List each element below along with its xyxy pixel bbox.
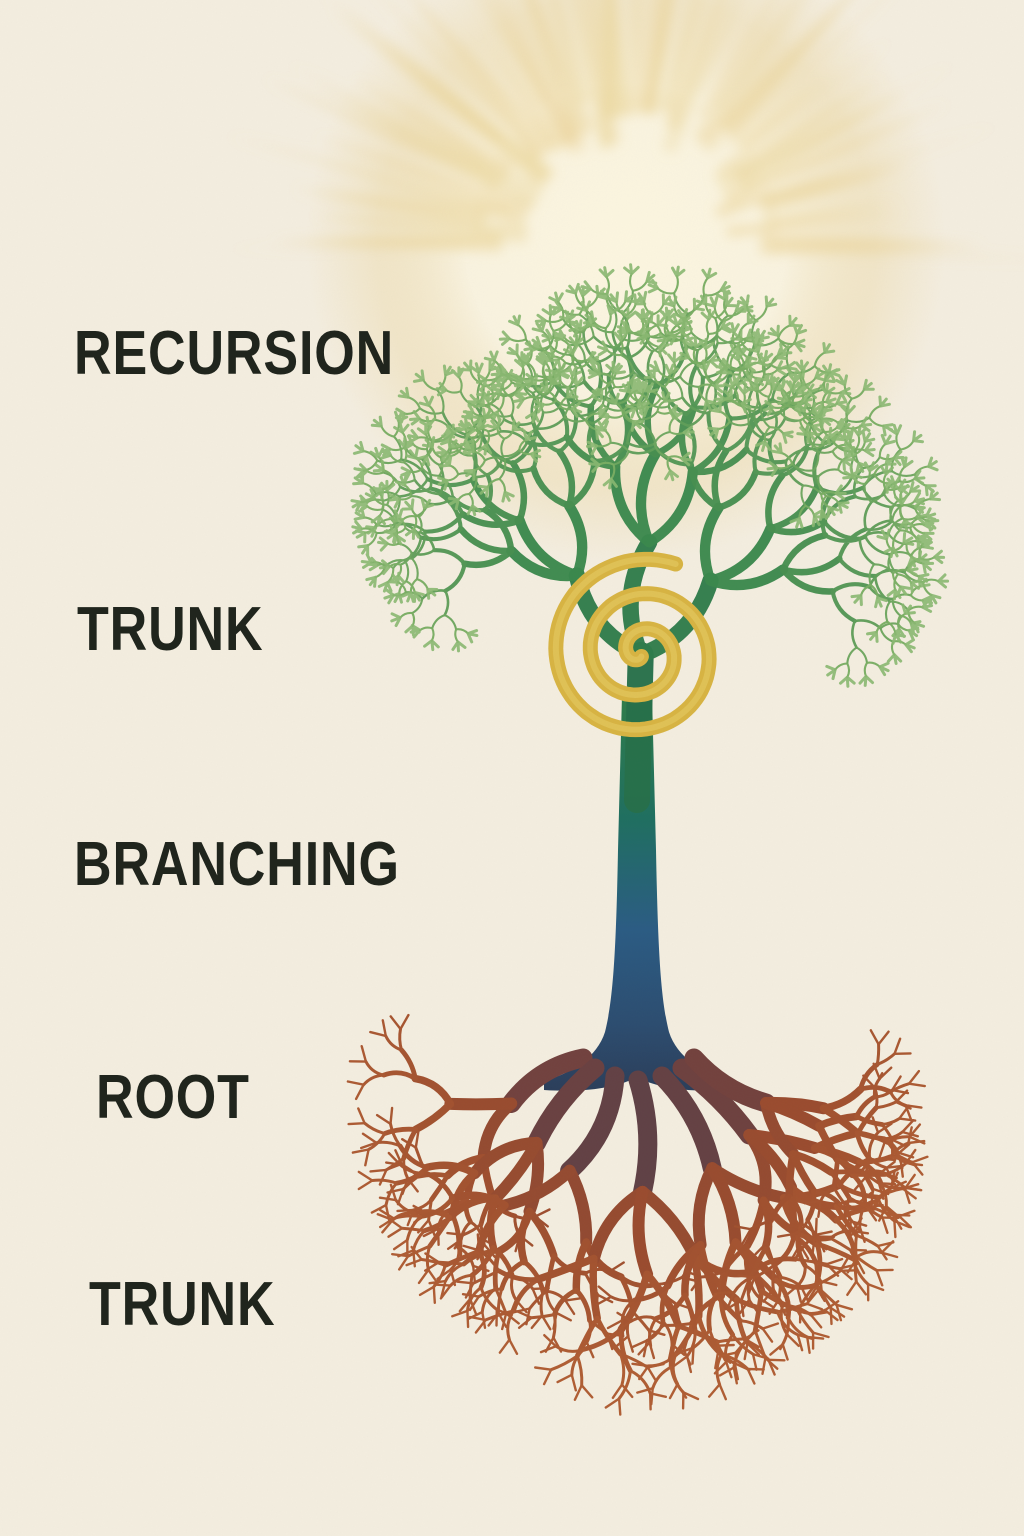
label-trunk-upper: TRUNK [77,595,264,664]
label-root: ROOT [96,1063,250,1132]
label-recursion: RECURSION [74,319,395,388]
label-branching: BRANCHING [74,830,400,899]
label-trunk-lower: TRUNK [89,1270,276,1339]
